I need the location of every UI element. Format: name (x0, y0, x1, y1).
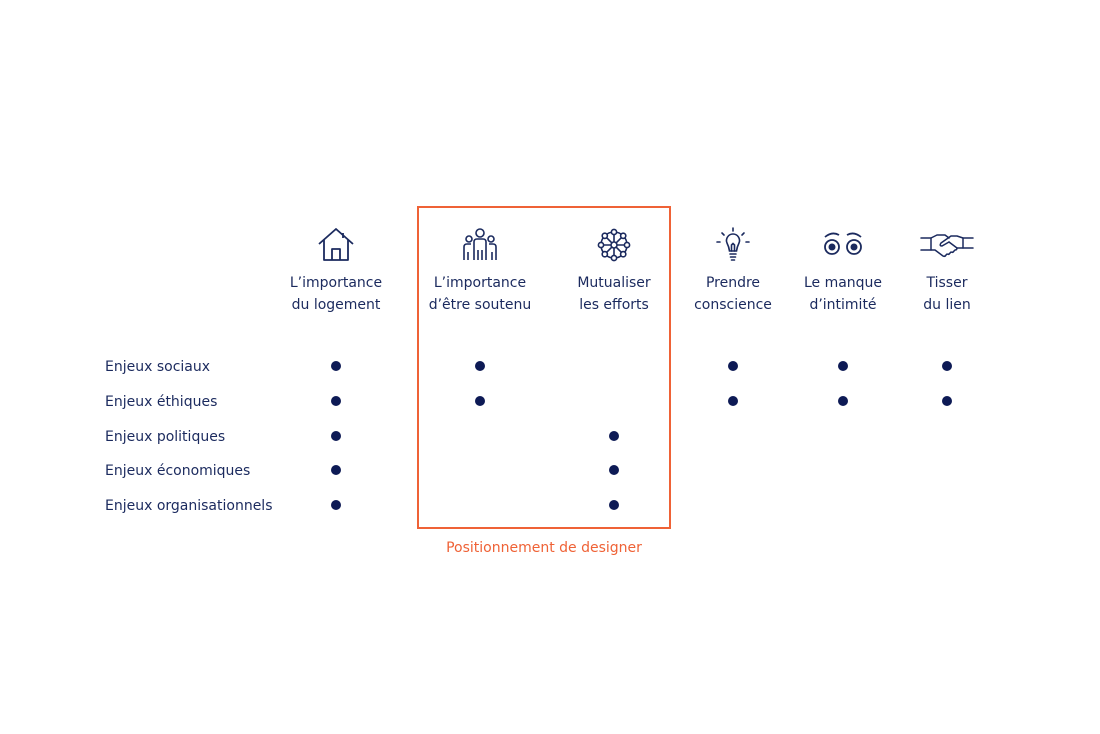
matrix-dot (475, 396, 485, 406)
people-group-icon (460, 226, 500, 264)
matrix-dot (942, 361, 952, 371)
matrix-dot (609, 431, 619, 441)
row-label-sociaux: Enjeux sociaux (105, 359, 211, 375)
matrix-dot (331, 431, 341, 441)
row-label-ethiques: Enjeux éthiques (105, 394, 218, 410)
matrix-dot (331, 361, 341, 371)
matrix-dot (475, 361, 485, 371)
row-label-economiques: Enjeux économiques (105, 463, 251, 479)
matrix-dot (942, 396, 952, 406)
matrix-dot (331, 465, 341, 475)
designer-highlight-label: Positionnement de designer (446, 540, 642, 556)
handshake-icon (920, 226, 974, 264)
row-label-politiques: Enjeux politiques (105, 429, 226, 445)
row-label-organisationnels: Enjeux organisationnels (105, 498, 273, 514)
matrix-dot (838, 396, 848, 406)
eyes-icon (823, 226, 863, 264)
matrix-dot (838, 361, 848, 371)
matrix-dot (331, 396, 341, 406)
house-icon (316, 226, 356, 264)
matrix-dot (609, 500, 619, 510)
designer-highlight-frame (417, 206, 671, 529)
lightbulb-icon (713, 226, 753, 264)
matrix-dot (609, 465, 619, 475)
network-circle-icon (594, 226, 634, 264)
matrix-dot (728, 361, 738, 371)
matrix-dot (728, 396, 738, 406)
matrix-dot (331, 500, 341, 510)
